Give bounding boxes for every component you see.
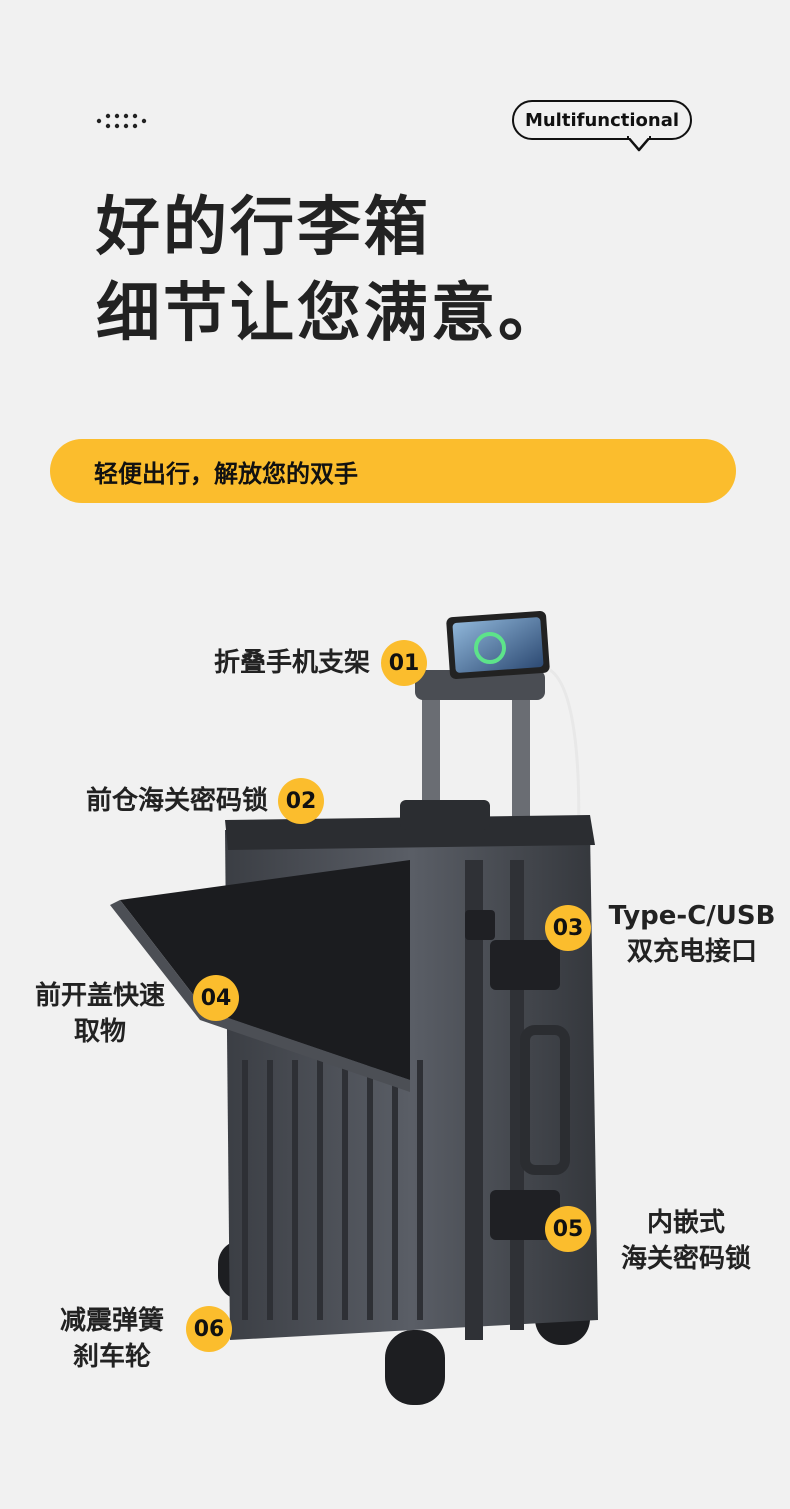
page-title-line2: 细节让您满意。 xyxy=(96,277,565,351)
feature-label-05: 内嵌式 海关密码锁 xyxy=(602,1205,770,1277)
feature-number-03: 03 xyxy=(545,905,591,951)
multifunctional-badge: Multifunctional xyxy=(512,100,692,140)
page-title-line1: 好的行李箱 xyxy=(96,191,431,265)
feature-number-02: 02 xyxy=(278,778,324,824)
feature-label-04-line1: 前开盖快速 xyxy=(34,981,165,1011)
banner-pill: 轻便出行，解放您的双手 xyxy=(50,439,736,503)
speech-tail-icon xyxy=(627,136,651,152)
feature-label-05-line2: 海关密码锁 xyxy=(620,1244,751,1274)
feature-number-01: 01 xyxy=(381,640,427,686)
feature-label-02-line1: 前仓海关密码锁 xyxy=(85,786,268,816)
banner-text: 轻便出行，解放您的双手 xyxy=(94,459,358,488)
feature-label-01-line1: 折叠手机支架 xyxy=(213,648,370,678)
feature-label-03-line2: 双充电接口 xyxy=(626,937,757,967)
feature-label-03-line1: Type-C/USB xyxy=(608,901,776,931)
dots-decoration-icon xyxy=(96,113,147,129)
feature-label-04-line2: 取物 xyxy=(73,1017,126,1047)
feature-label-05-line1: 内嵌式 xyxy=(646,1208,725,1238)
feature-label-02: 前仓海关密码锁 xyxy=(40,783,268,819)
feature-label-06-line2: 刹车轮 xyxy=(72,1342,151,1372)
feature-label-01: 折叠手机支架 xyxy=(170,645,370,681)
feature-number-06: 06 xyxy=(186,1306,232,1352)
feature-number-05: 05 xyxy=(545,1206,591,1252)
feature-label-03: Type-C/USB 双充电接口 xyxy=(600,898,784,970)
badge-label: Multifunctional xyxy=(524,109,680,131)
feature-number-04: 04 xyxy=(193,975,239,1021)
feature-label-04: 前开盖快速 取物 xyxy=(18,978,182,1050)
suitcase-image xyxy=(110,610,598,1405)
feature-label-06: 减震弹簧 刹车轮 xyxy=(42,1303,182,1375)
feature-label-06-line1: 减震弹簧 xyxy=(59,1306,164,1336)
